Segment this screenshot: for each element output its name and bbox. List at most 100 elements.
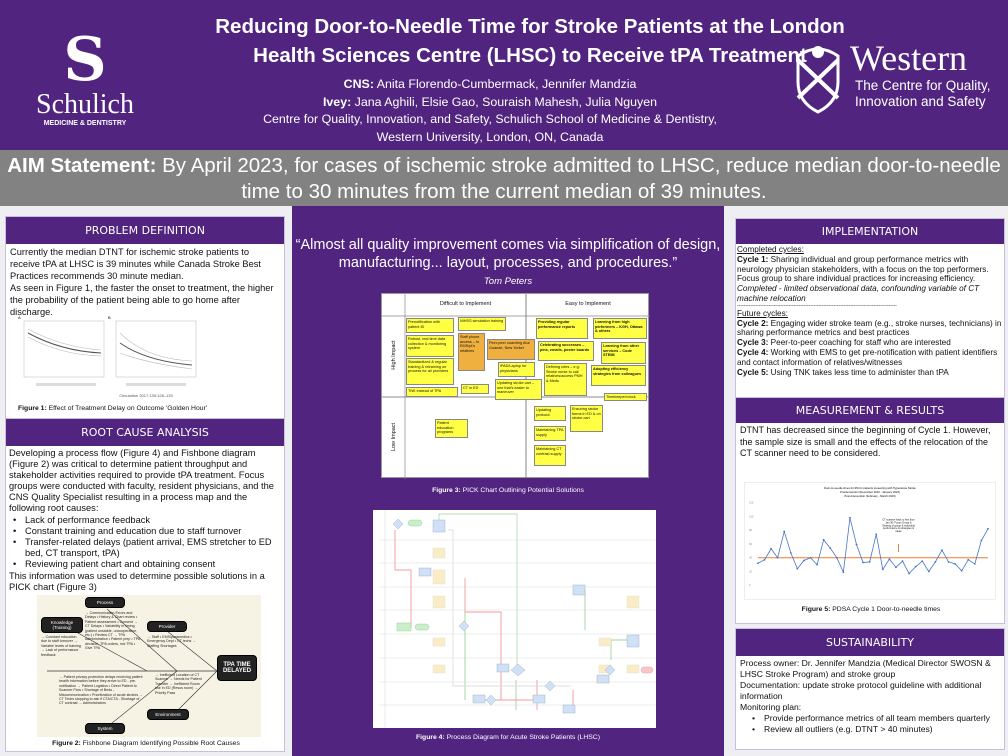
data-point xyxy=(855,543,858,546)
root-cause-heading: ROOT CAUSE ANALYSIS xyxy=(6,419,284,446)
title-line-2: Health Sciences Centre (LHSC) to Receive… xyxy=(253,44,807,67)
schulich-name: Schulich xyxy=(36,89,134,120)
divider: ----------------------------------------… xyxy=(737,303,897,309)
pick-row-high: High Impact xyxy=(391,340,397,370)
data-point xyxy=(849,516,851,519)
western-sub: The Centre for Quality, Innovation and S… xyxy=(855,78,991,109)
data-point xyxy=(881,568,884,571)
figure-3-label: Figure 3: xyxy=(432,487,461,494)
data-point xyxy=(822,538,825,541)
cns-label: CNS: xyxy=(343,77,374,91)
figure-5-label: Figure 5: xyxy=(801,606,831,613)
data-point xyxy=(835,556,838,559)
root-cause-item: Transfer-related delays (patient arrival… xyxy=(11,537,281,559)
fishbone-process: Process xyxy=(85,597,125,608)
pick-note: Timekeeper/clock xyxy=(604,393,647,401)
data-point xyxy=(776,556,779,559)
data-point xyxy=(829,547,832,549)
chart-annotation: CT scanner back to first floor Jan 30. F… xyxy=(882,518,915,534)
fishbone-system: System xyxy=(85,723,125,734)
fishbone-effect: TPA TIME DELAYED xyxy=(217,655,257,681)
data-point xyxy=(875,533,878,536)
data-point xyxy=(888,558,891,560)
data-point xyxy=(901,560,904,563)
sustainability-heading: SUSTAINABILITY xyxy=(736,629,1004,656)
future-cycles-label: Future cycles: xyxy=(737,308,788,318)
implementation-panel: IMPLEMENTATION Completed cycles: Cycle 1… xyxy=(735,218,1005,398)
poster-header: S Schulich MEDICINE & DENTISTRY Reducing… xyxy=(0,0,1008,150)
problem-p1: Currently the median DTNT for ischemic s… xyxy=(10,247,261,281)
y-tick-label: 20 xyxy=(749,569,752,573)
data-point xyxy=(987,527,989,530)
root-cause-outro: This information was used to determine p… xyxy=(9,571,265,592)
figure-4-label: Figure 4: xyxy=(416,734,445,741)
pick-note: Defining roles – e.g. Stroke nurse to ca… xyxy=(544,363,587,396)
panel-a-label: A xyxy=(18,315,21,320)
problem-p2: As seen in Figure 1, the faster the onse… xyxy=(10,283,274,317)
figure-3-caption: Figure 3: PICK Chart Outlining Potential… xyxy=(292,487,724,494)
pick-col-easy: Easy to Implement xyxy=(565,301,611,307)
pick-note: Ensuring stroke forms in ED & on stroke … xyxy=(570,405,603,432)
y-tick-label: 0 xyxy=(749,583,751,587)
fishbone-process-items: → Communication Errors and Delays • Hist… xyxy=(85,611,141,651)
data-point xyxy=(941,549,943,552)
cycle-text: Working with EMS to get pre-notification… xyxy=(737,347,998,367)
data-point xyxy=(927,570,930,573)
quote-author: Tom Peters xyxy=(483,276,533,287)
data-point xyxy=(796,567,799,570)
data-point xyxy=(868,560,871,563)
data-point xyxy=(816,563,818,566)
documentation: Documentation: update stroke protocol gu… xyxy=(740,680,982,701)
quote: “Almost all quality improvement comes vi… xyxy=(295,237,721,271)
dtnt-series-line xyxy=(757,517,989,575)
data-point xyxy=(908,572,910,575)
fishbone-diagram: Process Knowledge (Training) Provider En… xyxy=(37,595,261,737)
cycle-label: Cycle 3: xyxy=(737,338,769,348)
figure-4-text: Process Diagram for Acute Stroke Patient… xyxy=(444,734,600,741)
cycle-label: Cycle 5: xyxy=(737,367,769,377)
pick-note: Adopting efficiency strategies from coll… xyxy=(591,365,646,386)
figure-1-plots: A B xyxy=(18,315,197,386)
cycle-item: Cycle 5: Using TNK takes less time to ad… xyxy=(737,368,1003,378)
data-point xyxy=(960,569,963,572)
fishbone-system-items: → Patient privacy protection delays rece… xyxy=(59,675,143,706)
problem-text: Currently the median DTNT for ischemic s… xyxy=(6,244,284,320)
schulich-mark: S xyxy=(63,25,107,95)
fishbone-lines xyxy=(47,608,237,728)
root-cause-list: Lack of performance feedback Constant tr… xyxy=(9,515,281,570)
data-point xyxy=(862,561,864,564)
aim-statement: AIM Statement: By April 2023, for cases … xyxy=(0,150,1008,206)
panel-b-label: B xyxy=(108,315,111,320)
figure-2-label: Figure 2: xyxy=(52,740,81,747)
figure-1-source: Circulation 2017;135:128–139 xyxy=(119,393,173,398)
affiliation-1: Centre for Quality, Innovation, and Safe… xyxy=(263,112,717,126)
cycle-text: Sharing individual and group performance… xyxy=(737,254,989,284)
data-point xyxy=(770,547,772,550)
middle-column: “Almost all quality improvement comes vi… xyxy=(292,206,724,756)
western-crest-icon xyxy=(796,46,840,114)
fishbone-provider-items: → Staff • EMS/paramedics • Emergency Dep… xyxy=(147,635,196,648)
ivey-label: Ivey: xyxy=(322,94,352,109)
pick-note: Providing regular performance reports xyxy=(536,318,588,339)
pick-note: Maintaining TPA supply xyxy=(534,426,566,441)
data-point xyxy=(973,563,976,565)
pick-note: Celebrating successes – pins, emails, po… xyxy=(538,341,594,361)
y-tick-label: 40 xyxy=(749,556,752,560)
data-point xyxy=(934,560,937,563)
root-cause-item: Reviewing patient chart and obtaining co… xyxy=(11,559,281,570)
pick-note: Updating protocol xyxy=(534,406,566,421)
western-name: Western xyxy=(850,38,968,78)
pick-note: Patient education programs xyxy=(435,419,468,438)
y-tick-label: 80 xyxy=(749,528,752,532)
root-cause-intro: Developing a process flow (Figure 4) and… xyxy=(9,448,274,513)
data-point xyxy=(980,539,983,542)
chart-subtitle-2: Post-intervention (February - March 2023… xyxy=(844,494,895,498)
pick-note: iPAD/Laptop for physicians xyxy=(498,362,535,377)
sustainability-panel: SUSTAINABILITY Process owner: Dr. Jennif… xyxy=(735,628,1005,750)
measurement-heading: MEASUREMENT & RESULTS xyxy=(736,398,1004,423)
data-point xyxy=(921,560,924,563)
figure-2-caption: Figure 2: Fishbone Diagram Identifying P… xyxy=(6,740,286,747)
process-diagram-graphic xyxy=(379,510,656,728)
cns-names: Anita Florendo-Cumbermack, Jennifer Mand… xyxy=(373,77,637,91)
schulich-logo: S Schulich MEDICINE & DENTISTRY xyxy=(30,30,140,127)
